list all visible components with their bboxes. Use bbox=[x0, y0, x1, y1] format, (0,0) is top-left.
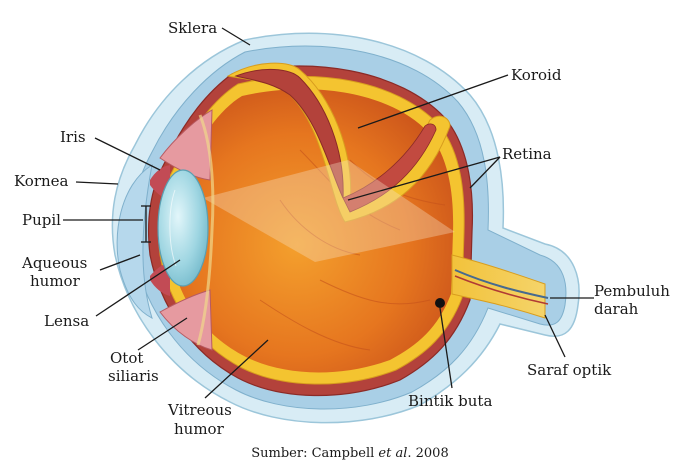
source-prefix: Sumber: Campbell bbox=[251, 446, 379, 461]
label-bintik: Bintik buta bbox=[408, 392, 493, 410]
label-pembuluh-1: Pembuluh bbox=[594, 282, 670, 300]
source-suffix: . 2008 bbox=[407, 446, 449, 461]
leader-kornea bbox=[75, 181, 119, 185]
blind-spot bbox=[435, 298, 445, 308]
label-otot-2: siliaris bbox=[108, 367, 159, 385]
ciliary-iris bbox=[150, 109, 215, 351]
label-koroid: Koroid bbox=[511, 66, 562, 84]
label-saraf: Saraf optik bbox=[527, 361, 612, 379]
lens bbox=[157, 169, 209, 287]
label-pembuluh-2: darah bbox=[594, 300, 639, 318]
leader-vitreous bbox=[204, 339, 269, 399]
leader-saraf bbox=[544, 314, 566, 358]
leader-retina-2 bbox=[469, 156, 501, 189]
source-caption: Sumber: Campbell et al. 2008 bbox=[0, 446, 700, 461]
leader-iris bbox=[94, 137, 161, 171]
leader-koroid bbox=[357, 74, 509, 129]
cornea bbox=[116, 163, 153, 319]
leader-lines bbox=[63, 27, 594, 399]
label-pupil: Pupil bbox=[22, 211, 61, 229]
label-aqueous-1: Aqueous bbox=[22, 254, 88, 272]
peeled-flap bbox=[226, 62, 451, 223]
optic-nerve bbox=[451, 254, 549, 319]
label-kornea: Kornea bbox=[14, 172, 69, 190]
label-lensa: Lensa bbox=[44, 312, 90, 330]
label-retina: Retina bbox=[502, 145, 552, 163]
retina-sheet bbox=[203, 160, 455, 262]
label-iris: Iris bbox=[60, 128, 86, 146]
leader-retina-1 bbox=[347, 156, 501, 201]
source-italic: et al bbox=[378, 446, 408, 461]
label-otot-1: Otot bbox=[110, 349, 144, 367]
label-sklera: Sklera bbox=[168, 19, 218, 37]
label-vitreous-2: humor bbox=[174, 420, 224, 438]
label-aqueous-2: humor bbox=[30, 272, 80, 290]
leader-lensa bbox=[95, 259, 181, 317]
leader-aqueous bbox=[99, 254, 141, 271]
label-vitreous-1: Vitreous bbox=[168, 401, 232, 419]
leader-bintik bbox=[439, 307, 453, 389]
leader-sklera bbox=[221, 27, 251, 46]
leader-otot bbox=[137, 317, 188, 351]
